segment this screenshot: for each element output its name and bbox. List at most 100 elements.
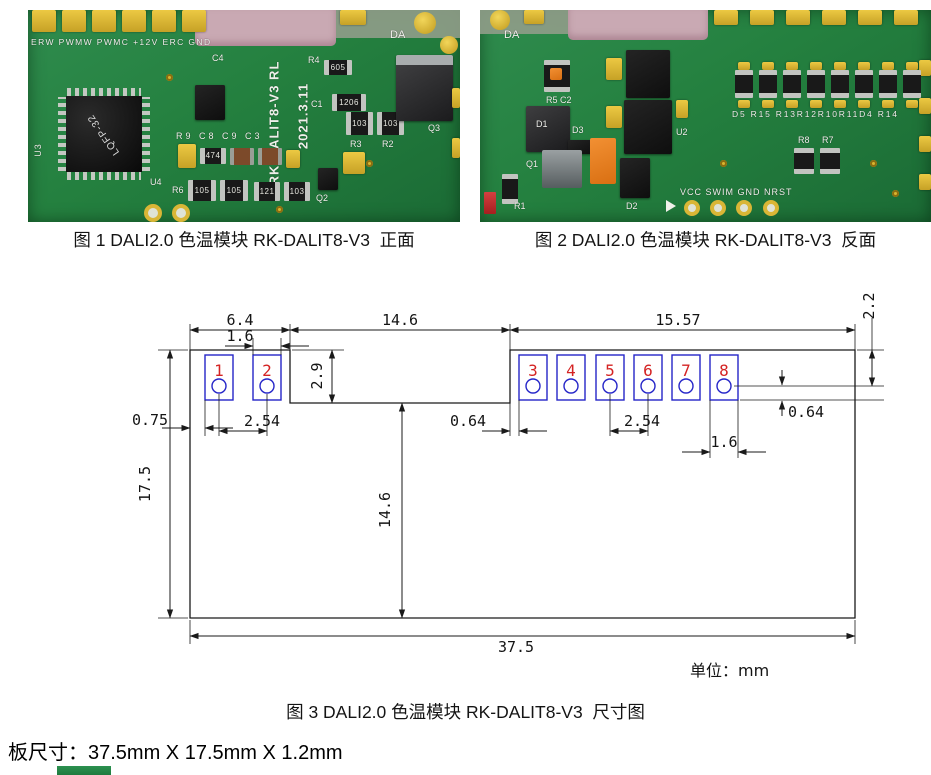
component-q1 xyxy=(542,150,582,188)
silkscreen-resistor-row: D5 R15 R13R12R10R11D4 R14 xyxy=(732,109,899,119)
component-marking: 105 xyxy=(226,185,242,195)
edge-pad xyxy=(122,10,146,32)
smd-pad xyxy=(882,100,894,108)
smd-pad xyxy=(738,100,750,108)
marker-triangle xyxy=(666,200,676,212)
silkscreen-u3: U3 xyxy=(33,143,43,157)
through-hole-pad xyxy=(763,200,779,216)
silkscreen-r7: R7 xyxy=(822,135,834,145)
smd-pad xyxy=(906,100,918,108)
smd-pad xyxy=(178,144,196,168)
component-marking: 474 xyxy=(205,151,221,160)
dim-pad-width-left: 1.6 xyxy=(226,327,253,345)
component-r9: 474 xyxy=(200,148,226,164)
edge-pad xyxy=(452,88,460,108)
smd-pad xyxy=(343,152,365,174)
component-u2-top xyxy=(626,50,670,98)
edge-pad xyxy=(182,10,206,32)
silkscreen-d2: D2 xyxy=(626,201,638,211)
component-capacitor xyxy=(590,138,616,184)
silkscreen-d3: D3 xyxy=(572,125,584,135)
smd-pad xyxy=(738,62,750,70)
component-r1 xyxy=(502,174,518,204)
via xyxy=(276,206,283,213)
pcb-front-photo: ERW PWMW PWMC +12V ERC GND DA LQFP-32 U3… xyxy=(28,10,460,222)
board-notch-bg xyxy=(195,10,336,46)
silkscreen-r3: R3 xyxy=(350,139,362,149)
edge-pad xyxy=(152,10,176,32)
component-marking: 103 xyxy=(383,118,398,128)
castellated-pads xyxy=(204,354,739,401)
component-c9 xyxy=(258,148,282,165)
smd-pad xyxy=(834,100,846,108)
pad-number: 3 xyxy=(528,361,538,380)
dim-notch-width: 14.6 xyxy=(382,311,418,329)
figure2-caption: 图 2 DALI2.0 色温模块 RK-DALIT8-V3 反面 xyxy=(534,230,877,250)
pad-number: 1 xyxy=(214,361,224,380)
silkscreen-u4: U4 xyxy=(150,177,162,187)
dim-edge-to-pad: 0.75 xyxy=(132,411,168,429)
through-hole-pad xyxy=(144,204,162,222)
component-r8 xyxy=(794,148,814,174)
edge-pad xyxy=(714,10,738,25)
via xyxy=(366,160,373,167)
silkscreen-c4: C4 xyxy=(212,53,224,63)
dim-pitch-left: 2.54 xyxy=(244,412,280,430)
dim-hole-to-edge: 0.64 xyxy=(788,403,824,421)
component-resistor xyxy=(783,70,801,98)
edge-pad xyxy=(919,98,931,114)
chip-pins xyxy=(67,171,141,180)
component-resistor xyxy=(879,70,897,98)
edge-pad xyxy=(524,10,544,24)
via xyxy=(870,160,877,167)
chip-body: LQFP-32 xyxy=(66,96,142,172)
component-resistor xyxy=(735,70,753,98)
qfp-chip: LQFP-32 xyxy=(58,88,150,180)
smd-pad xyxy=(810,62,822,70)
component-c8 xyxy=(230,148,254,165)
dim-notch-depth: 2.9 xyxy=(308,362,326,389)
dim-board-width: 37.5 xyxy=(498,638,534,656)
silkscreen-da-label: DA xyxy=(390,29,406,41)
component-resistor: 103 xyxy=(284,182,310,201)
dim-mid-height: 14.6 xyxy=(376,492,394,528)
chip-pins xyxy=(141,97,150,171)
component-marking: 121 xyxy=(259,186,275,196)
component-q3 xyxy=(396,55,453,121)
dim-pad-width-right: 1.6 xyxy=(710,433,737,451)
edge-pad xyxy=(894,10,918,25)
figure1-caption: 图 1 DALI2.0 色温模块 RK-DALIT8-V3 正面 xyxy=(73,230,415,250)
via xyxy=(892,190,899,197)
smd-pad xyxy=(882,62,894,70)
figure3-caption: 图 3 DALI2.0 色温模块 RK-DALIT8-V3 尺寸图 xyxy=(286,702,645,722)
smd-pad xyxy=(858,62,870,70)
component-d2 xyxy=(620,158,650,198)
pad-number: 2 xyxy=(262,361,272,380)
through-hole-pad xyxy=(736,200,752,216)
via xyxy=(166,74,173,81)
via xyxy=(720,160,727,167)
through-hole-pad xyxy=(684,200,700,216)
component-resistor xyxy=(807,70,825,98)
smd-pad xyxy=(286,150,300,168)
silkscreen-r2: R2 xyxy=(382,139,394,149)
component-resistor xyxy=(855,70,873,98)
silkscreen-mid-row: R9 C8 C9 C3 xyxy=(176,131,263,141)
silkscreen-u2: U2 xyxy=(676,127,688,137)
component-marking: 105 xyxy=(194,185,210,195)
edge-pad xyxy=(62,10,86,32)
silkscreen-q1: Q1 xyxy=(526,159,539,169)
silkscreen-pin-labels: ERW PWMW PWMC +12V ERC GND xyxy=(31,37,212,47)
smd-pad xyxy=(810,100,822,108)
smd-pad xyxy=(606,58,622,80)
pad-number: 7 xyxy=(681,361,691,380)
component-led xyxy=(484,192,496,214)
edge-pad xyxy=(340,10,366,25)
silkscreen-c1: C1 xyxy=(311,99,323,109)
board-size-text: 板尺寸：37.5mm X 17.5mm X 1.2mm xyxy=(8,742,343,764)
chip-pins xyxy=(58,97,67,171)
edge-pad xyxy=(452,138,460,158)
silkscreen-date: 2021.3.11 xyxy=(295,82,311,150)
dim-pad-height: 2.2 xyxy=(860,292,878,319)
dim-board-height: 17.5 xyxy=(136,466,154,502)
